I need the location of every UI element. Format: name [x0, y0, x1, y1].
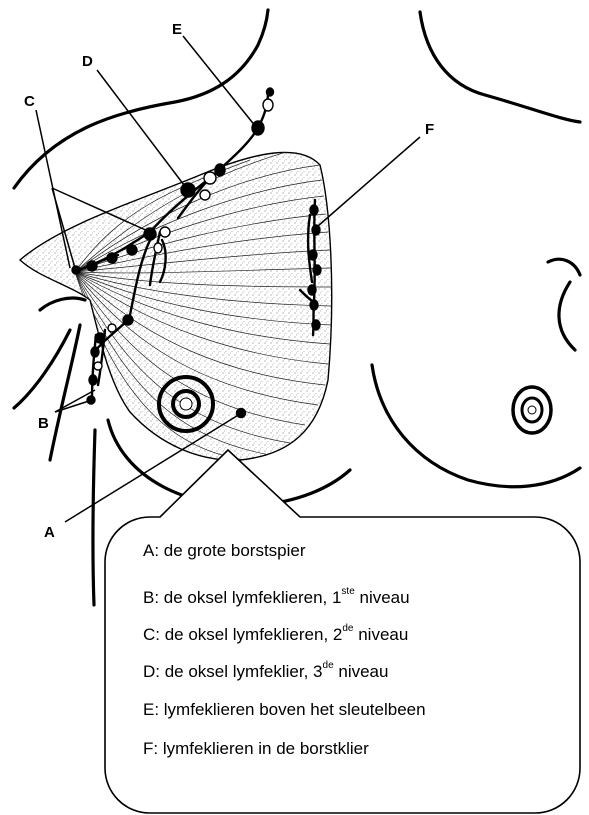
node-b-3: [95, 333, 105, 343]
legend-suffix: niveau: [354, 625, 409, 644]
node-b-5: [94, 362, 102, 370]
right-breast-side: [548, 259, 580, 275]
marker-d: D: [82, 53, 93, 70]
right-nipple: [513, 387, 551, 433]
node-f-5: [308, 285, 316, 295]
legend-item-b: B: de oksel lymfeklieren, 1ste niveau: [143, 588, 410, 608]
legend-text: E: lymfeklieren boven het sleutelbeen: [143, 700, 426, 719]
marker-e: E: [172, 21, 182, 38]
left-arm-inner: [14, 330, 70, 408]
node-b-6: [89, 375, 97, 385]
legend-text: F: lymfeklieren in de borstklier: [143, 739, 369, 758]
node-d-3: [215, 164, 225, 176]
legend-superscript: ste: [341, 586, 354, 597]
left-torso-line: [50, 325, 80, 460]
node-f-4: [313, 265, 321, 275]
legend-superscript: de: [323, 660, 334, 671]
neck-right-line: [420, 12, 580, 122]
marker-c: C: [24, 93, 35, 110]
right-breast-fold: [559, 282, 575, 350]
legend-item-c: C: de oksel lymfeklieren, 2de niveau: [143, 625, 408, 645]
legend-suffix: niveau: [355, 588, 410, 607]
pointer-e: [183, 36, 256, 127]
legend-text: D: de oksel lymfeklier, 3: [143, 662, 323, 681]
node-c-3: [127, 245, 137, 255]
node-f-1: [310, 205, 318, 215]
node-d-1: [181, 183, 195, 197]
node-e-2: [263, 99, 273, 111]
legend-item-e: E: lymfeklieren boven het sleutelbeen: [143, 700, 426, 720]
node-f-6: [310, 300, 318, 310]
marker-a: A: [44, 524, 55, 541]
node-f-2: [312, 225, 320, 235]
legend-text: B: de oksel lymfeklieren, 1: [143, 588, 341, 607]
legend-text: A: de grote borstspier: [143, 541, 306, 560]
legend-item-d: D: de oksel lymfeklier, 3de niveau: [143, 662, 388, 682]
node-b-1: [123, 315, 133, 325]
node-c-5: [87, 261, 97, 271]
left-torso-line-2: [93, 430, 95, 605]
node-c-7: [154, 243, 162, 253]
node-b-2: [108, 324, 116, 332]
node-d-2: [204, 172, 216, 184]
right-breast-outline: [372, 365, 580, 487]
pointer-a-dot: [237, 409, 246, 418]
node-e-3: [267, 88, 274, 96]
legend-item-f: F: lymfeklieren in de borstklier: [143, 739, 369, 759]
legend-item-a: A: de grote borstspier: [143, 541, 306, 561]
node-c-6: [72, 266, 80, 274]
node-f-7: [312, 320, 320, 330]
legend-superscript: de: [342, 623, 353, 634]
marker-f: F: [425, 121, 434, 138]
upper-arm-curve: [40, 298, 85, 310]
node-c-2: [160, 227, 170, 237]
node-b-4: [91, 347, 99, 357]
node-c-4: [107, 253, 117, 263]
legend-text: C: de oksel lymfeklieren, 2: [143, 625, 342, 644]
pointer-d: [97, 70, 187, 189]
marker-b: B: [38, 415, 49, 432]
node-f-3: [309, 250, 317, 260]
node-d-4: [200, 190, 210, 200]
pointer-f: [318, 137, 420, 226]
legend-suffix: niveau: [334, 662, 389, 681]
